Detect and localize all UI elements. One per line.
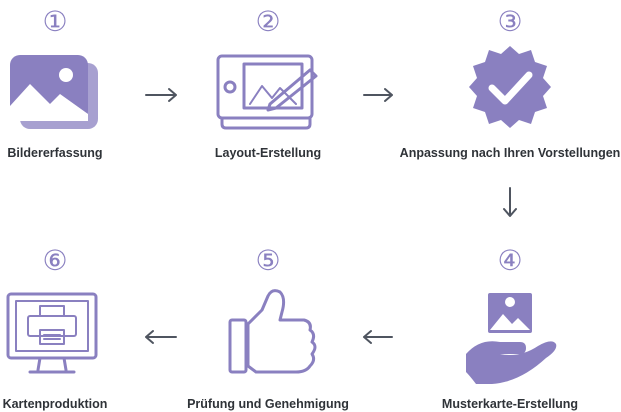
arrow-left-4-5	[363, 330, 393, 344]
step-6-number: ⑥	[42, 244, 67, 277]
image-gallery-icon	[10, 55, 98, 129]
arrow-right-2-3	[363, 88, 393, 102]
arrow-left-5-6	[145, 330, 177, 344]
step-4-label: Musterkarte-Erstellung	[442, 397, 578, 411]
step-3-number: ③	[497, 5, 522, 38]
step-3-label: Anpassung nach Ihren Vorstellungen	[400, 146, 621, 160]
thumbs-up-icon	[228, 289, 317, 374]
step-6-label: Kartenproduktion	[3, 397, 108, 411]
step-6: ⑥ Kartenproduktion	[3, 244, 108, 411]
drawing-tablet-icon	[216, 54, 318, 130]
verified-badge-icon	[469, 46, 551, 128]
step-5-label: Prüfung und Genehmigung	[187, 397, 349, 411]
step-2-label: Layout-Erstellung	[215, 146, 321, 160]
step-1-label: Bildererfassung	[7, 146, 102, 160]
hand-with-image-icon	[466, 293, 557, 384]
arrow-down-3-4	[503, 187, 517, 217]
step-4: ④ Musterkarte-Erstellung	[442, 244, 578, 411]
step-2: ② Layout-Erstellung	[215, 5, 321, 160]
step-1-number: ①	[42, 5, 67, 38]
printer-monitor-icon	[6, 292, 98, 374]
step-4-number: ④	[497, 244, 522, 277]
arrow-right-1-2	[145, 88, 177, 102]
step-2-number: ②	[255, 5, 280, 38]
step-5-number: ⑤	[255, 244, 280, 277]
step-3: ③ Anpassung nach Ihren Vorstellungen	[400, 5, 621, 160]
step-1: ① Bildererfassung	[7, 5, 102, 160]
step-5: ⑤ Prüfung und Genehmigung	[187, 244, 349, 411]
